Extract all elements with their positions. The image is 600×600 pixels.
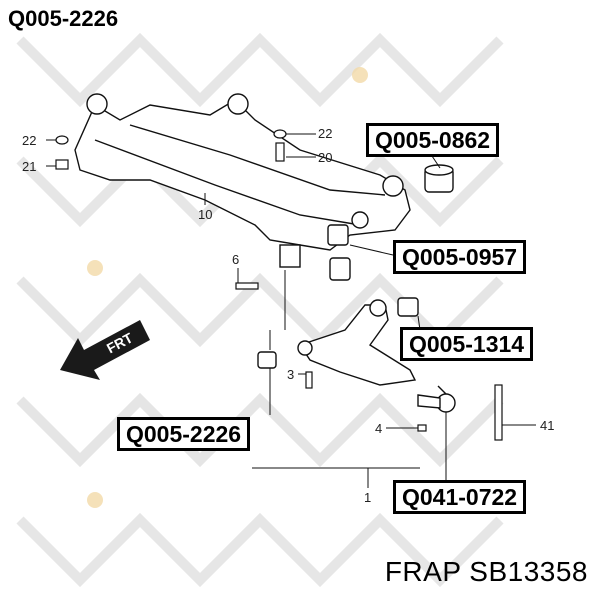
callout-q005-0957[interactable]: Q005-0957	[393, 240, 527, 274]
page-title: Q005-2226	[8, 6, 119, 31]
bushing-q005-2226	[257, 351, 277, 369]
front-direction-arrow-icon	[60, 320, 150, 380]
callout-q041-0722[interactable]: Q041-0722	[393, 480, 527, 514]
control-arm-drawing	[297, 299, 417, 386]
footer-part-reference: FRAP SB13358	[384, 556, 588, 587]
part-number-21: 21	[22, 159, 37, 174]
part-number-10: 10	[198, 207, 213, 222]
callout-q005-2226[interactable]: Q005-2226	[117, 417, 251, 451]
part-number-3: 3	[287, 367, 295, 382]
callout-q005-0862[interactable]: Q005-0862	[366, 123, 500, 157]
leader-lines	[46, 133, 536, 488]
part-number-22-left: 22	[22, 133, 37, 148]
hardware-drawing	[55, 129, 503, 441]
bushing-q005-0862	[424, 164, 454, 193]
watermark-logo-marks	[87, 67, 368, 508]
part-number-4: 4	[375, 421, 383, 436]
part-number-41: 41	[540, 418, 555, 433]
part-number-20: 20	[318, 150, 333, 165]
subframe-drawing	[74, 93, 411, 268]
bushing-q005-0957-lower	[329, 257, 351, 281]
ball-joint-drawing	[417, 385, 456, 413]
part-number-6: 6	[232, 252, 240, 267]
bushing-q005-0957-upper	[327, 224, 349, 246]
bushing-q005-1314	[397, 297, 419, 317]
part-number-1: 1	[364, 490, 372, 505]
watermark-pattern	[16, 32, 504, 588]
callout-q005-1314[interactable]: Q005-1314	[400, 327, 534, 361]
part-number-22-right: 22	[318, 126, 333, 141]
